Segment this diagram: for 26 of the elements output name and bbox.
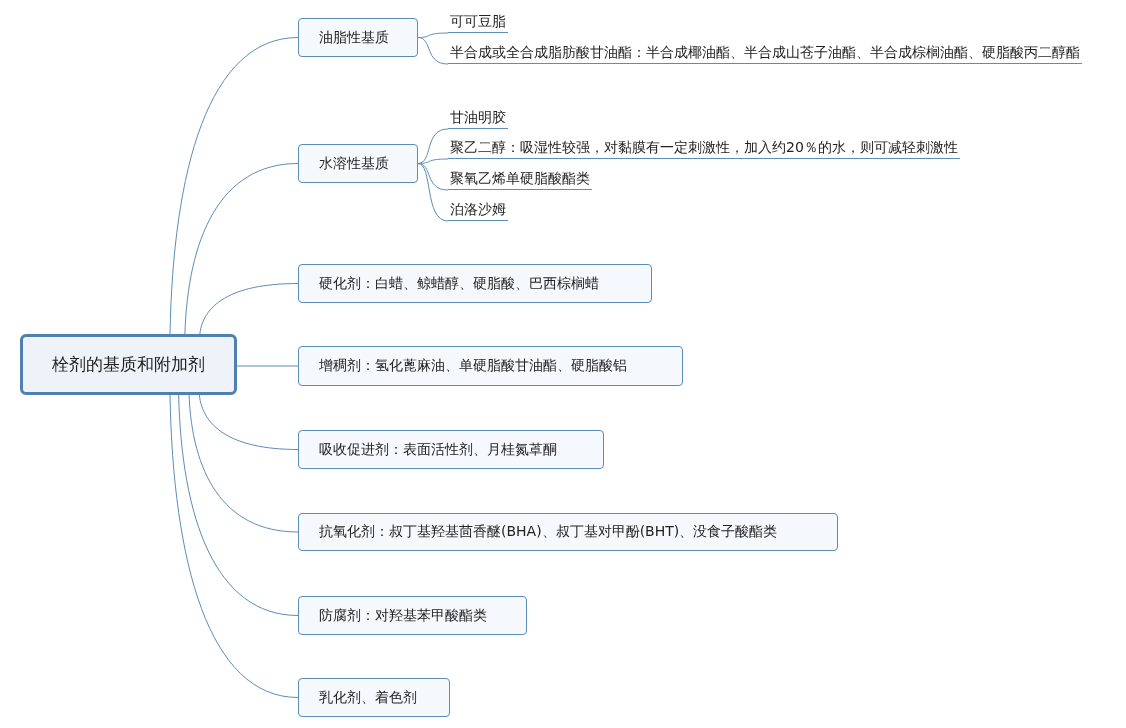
connector-line — [169, 394, 299, 698]
connector-line — [417, 128, 449, 164]
topic-box: 乳化剂、着色剂 — [298, 678, 450, 717]
connector-line — [417, 163, 449, 222]
connector-line — [178, 394, 299, 616]
topic-box: 抗氧化剂：叔丁基羟基茴香醚(BHA)、叔丁基对甲酚(BHT)、没食子酸酯类 — [298, 513, 838, 551]
underlined-topic: 泊洛沙姆 — [448, 199, 508, 221]
connector-line — [236, 365, 299, 367]
connector-line — [198, 394, 299, 450]
underlined-topic: 甘油明胶 — [448, 107, 508, 129]
underlined-topic: 聚乙二醇：吸湿性较强，对黏膜有一定刺激性，加入约20％的水，则可减轻刺激性 — [448, 137, 960, 159]
connector-line — [199, 283, 299, 335]
connector-line — [417, 37, 449, 65]
topic-box: 防腐剂：对羟基苯甲酸酯类 — [298, 596, 527, 635]
topic-box: 硬化剂：白蜡、鲸蜡醇、硬脂酸、巴西棕榈蜡 — [298, 264, 652, 303]
topic-box: 增稠剂：氢化蓖麻油、单硬脂酸甘油酯、硬脂酸铝 — [298, 346, 683, 386]
topic-box: 吸收促进剂：表面活性剂、月桂氮䓬酮 — [298, 430, 604, 469]
underlined-topic: 可可豆脂 — [448, 11, 508, 33]
underlined-topic: 聚氧乙烯单硬脂酸酯类 — [448, 168, 592, 190]
connector-line — [184, 163, 299, 335]
underlined-topic: 半合成或全合成脂肪酸甘油酯：半合成椰油酯、半合成山苍子油酯、半合成棕榈油酯、硬脂酸丙二醇酯 — [448, 42, 1082, 64]
central-topic-box: 栓剂的基质和附加剂 — [20, 334, 237, 395]
topic-box: 水溶性基质 — [298, 144, 418, 183]
topic-box: 油脂性基质 — [298, 18, 418, 57]
connector-line — [169, 37, 299, 335]
connector-line — [188, 394, 299, 533]
